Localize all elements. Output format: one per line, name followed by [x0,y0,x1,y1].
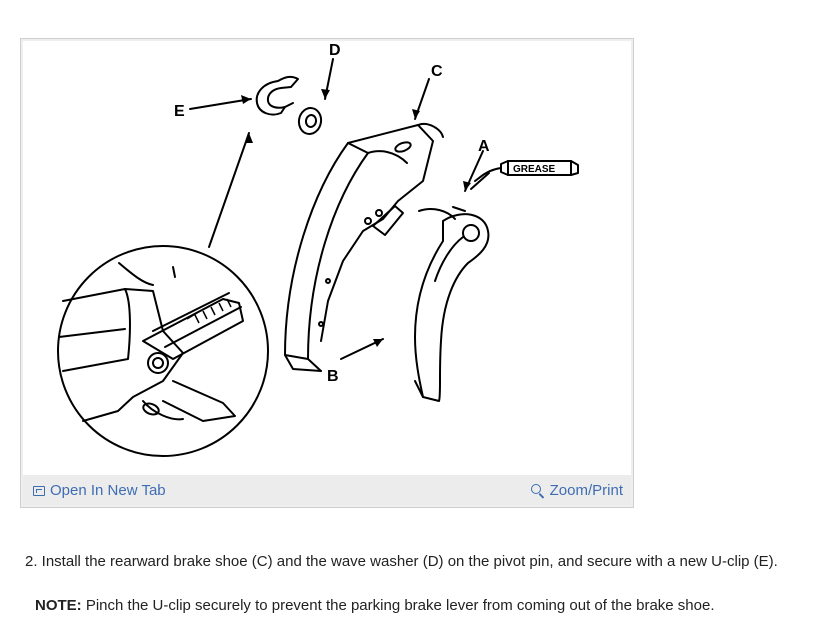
open-new-tab-link[interactable]: Open In New Tab [33,483,166,499]
open-new-tab-label: Open In New Tab [50,482,166,499]
note-label: NOTE: [35,597,82,614]
note: NOTE: Pinch the U-clip securely to preve… [35,597,715,614]
u-clip [255,75,299,116]
grease-label: GREASE [513,164,556,175]
callout-c: C [431,63,443,80]
callout-e: E [174,103,185,120]
note-body: Pinch the U-clip securely to prevent the… [81,597,715,614]
magnifier-icon [530,484,545,498]
callout-a: A [478,138,490,155]
parking-brake-lever [414,213,490,402]
figure-toolbar: Open In New Tab Zoom/Print [23,475,631,505]
brake-shoe-lining [284,142,369,360]
figure-container: E D C A B GREASE Open In New Tab Zoom/Pr… [20,38,634,508]
wave-washer [297,107,323,135]
brake-shoe-diagram: E D C A B GREASE [23,41,631,475]
callout-b: B [327,368,339,385]
open-new-tab-icon [33,486,45,496]
step-instruction: 2. Install the rearward brake shoe (C) a… [25,553,778,570]
zoom-print-label: Zoom/Print [549,482,623,499]
zoom-print-link[interactable]: Zoom/Print [530,482,623,499]
callout-d: D [329,42,341,59]
detail-inset [57,245,269,457]
